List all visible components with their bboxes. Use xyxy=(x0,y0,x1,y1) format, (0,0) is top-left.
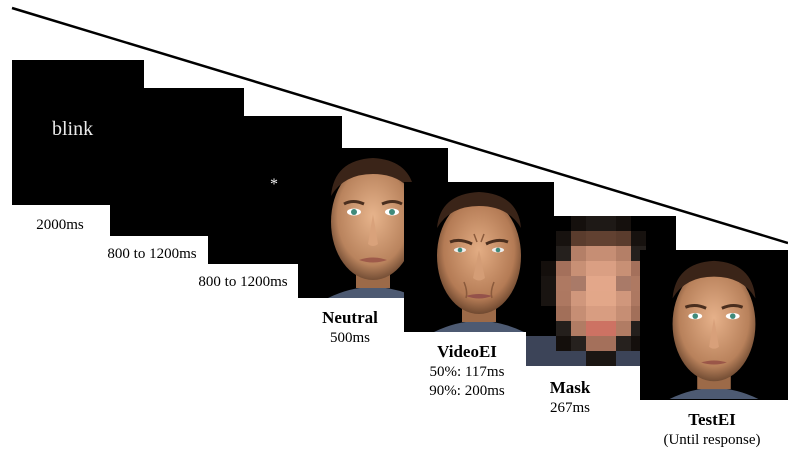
mask-pixel xyxy=(586,291,601,306)
mask-pixel xyxy=(616,351,631,366)
mask-pixel xyxy=(616,216,631,231)
mask-pixel xyxy=(571,351,586,366)
mask-pixel xyxy=(556,276,571,291)
mask-pixel xyxy=(616,336,631,351)
mask-pixel xyxy=(586,261,601,276)
mask-pixel xyxy=(571,321,586,336)
video-label: VideoEI xyxy=(437,342,497,361)
mask-pixel xyxy=(586,246,601,261)
mask-pixel xyxy=(601,351,616,366)
mask-pixel xyxy=(526,351,541,366)
mask-pixel xyxy=(601,291,616,306)
mask-pixel xyxy=(616,231,631,246)
video-duration-50: 50%: 117ms xyxy=(429,364,505,380)
mask-pixel xyxy=(571,261,586,276)
mask-pixel xyxy=(556,291,571,306)
fixation-symbol: * xyxy=(270,176,278,193)
mask-duration: 267ms xyxy=(549,400,590,416)
mask-pixel xyxy=(616,276,631,291)
mask-pixel xyxy=(616,291,631,306)
mask-pixel xyxy=(586,216,601,231)
mask-pixel xyxy=(586,306,601,321)
jitter1-duration: 800 to 1200ms xyxy=(107,246,197,262)
mask-pixel xyxy=(541,336,556,351)
neutral-caption: Neutral 500ms xyxy=(322,308,378,348)
mask-pixel xyxy=(556,231,571,246)
test-face-screen xyxy=(640,250,788,400)
mask-pixel xyxy=(601,231,616,246)
mask-pixel xyxy=(616,261,631,276)
fixation-duration: 800 to 1200ms xyxy=(198,274,288,290)
test-label: TestEI xyxy=(688,410,736,429)
mask-pixel xyxy=(541,351,556,366)
mask-pixel xyxy=(556,261,571,276)
mask-pixel xyxy=(616,246,631,261)
mask-pixel xyxy=(556,336,571,351)
mask-pixel xyxy=(571,276,586,291)
video-duration-90: 90%: 200ms xyxy=(429,383,505,399)
mask-pixel xyxy=(556,351,571,366)
mask-pixel xyxy=(571,246,586,261)
neutral-label: Neutral xyxy=(322,308,378,327)
mask-pixel xyxy=(601,321,616,336)
mask-pixel xyxy=(601,276,616,291)
mask-pixel xyxy=(556,306,571,321)
blink-duration: 2000ms xyxy=(36,217,84,233)
mask-pixel xyxy=(541,276,556,291)
mask-pixel xyxy=(601,306,616,321)
test-caption: TestEI (Until response) xyxy=(663,410,760,450)
mask-pixel xyxy=(571,231,586,246)
mask-pixel xyxy=(586,231,601,246)
mask-pixel xyxy=(556,321,571,336)
mask-pixel xyxy=(586,351,601,366)
blink-text: blink xyxy=(52,118,94,140)
mask-pixel xyxy=(616,306,631,321)
mask-label: Mask xyxy=(549,378,591,397)
mask-pixel xyxy=(601,246,616,261)
mask-pixel xyxy=(526,336,541,351)
mask-pixel xyxy=(601,336,616,351)
mask-pixel xyxy=(571,336,586,351)
mask-pixel xyxy=(571,306,586,321)
neutral-duration: 500ms xyxy=(329,330,370,346)
mask-pixel xyxy=(601,261,616,276)
mask-pixel xyxy=(631,231,646,246)
video-caption: VideoEI 50%: 117ms 90%: 200ms xyxy=(429,342,504,401)
mask-pixel xyxy=(571,216,586,231)
mask-pixel xyxy=(586,336,601,351)
mask-caption: Mask 267ms xyxy=(550,378,591,418)
test-note: (Until response) xyxy=(663,432,761,448)
mask-pixel xyxy=(541,291,556,306)
test-face-icon xyxy=(640,251,788,399)
mask-pixel xyxy=(616,321,631,336)
mask-pixel xyxy=(601,216,616,231)
mask-pixel xyxy=(586,276,601,291)
mask-pixel xyxy=(571,291,586,306)
mask-pixel xyxy=(556,246,571,261)
mask-pixel xyxy=(586,321,601,336)
mask-pixel xyxy=(541,261,556,276)
